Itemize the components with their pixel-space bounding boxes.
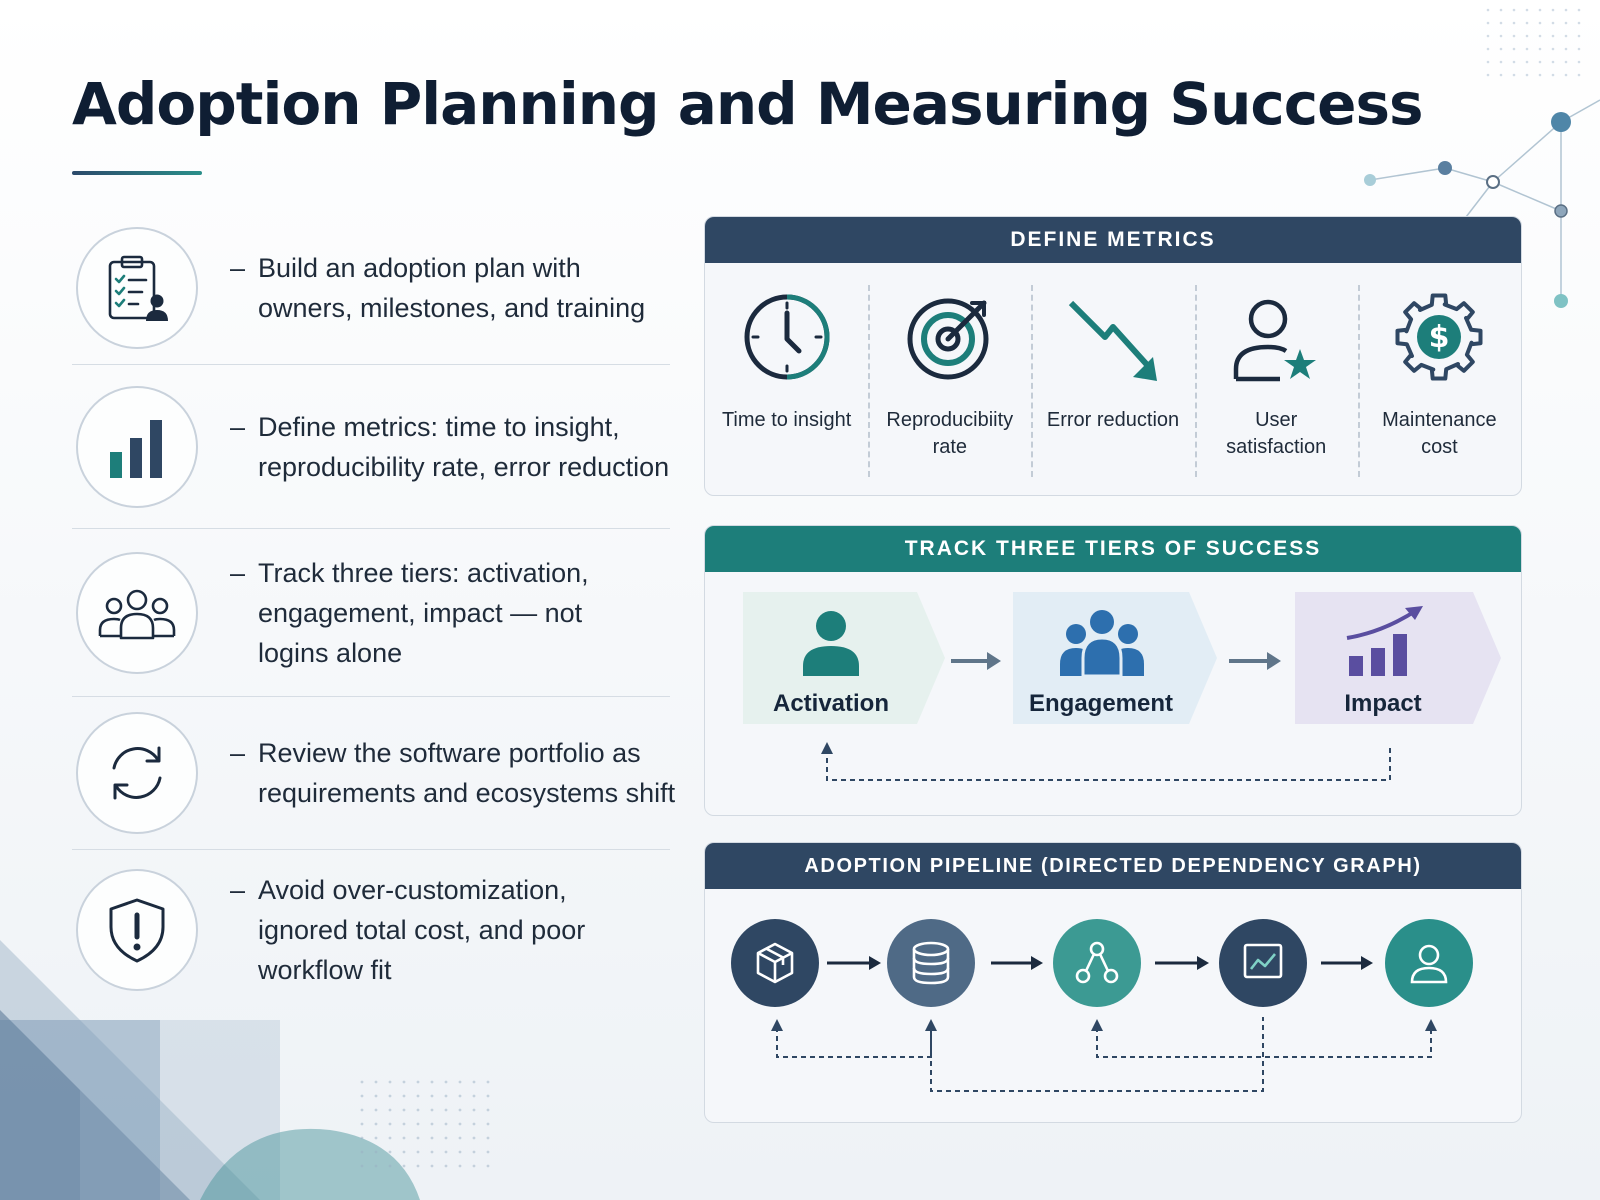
page-title: Adoption Planning and Measuring Success <box>72 70 1424 138</box>
list-item: – Build an adoption plan with owners, mi… <box>72 212 670 365</box>
refresh-cycle-icon <box>76 712 198 834</box>
database-icon <box>912 941 950 985</box>
tier-label: Activation <box>772 690 889 717</box>
pipeline-node <box>1053 919 1141 1007</box>
shield-warning-icon <box>76 869 198 991</box>
pipeline-node <box>887 919 975 1007</box>
metric-item: $ Maintenance cost <box>1357 263 1521 495</box>
pipeline-node <box>1219 919 1307 1007</box>
group-icon <box>1060 610 1144 678</box>
metric-item: Time to insight <box>705 263 868 495</box>
person-icon <box>803 611 859 676</box>
adoption-pipeline-panel: ADOPTION PIPELINE (DIRECTED DEPENDENCY G… <box>704 842 1522 1123</box>
list-item-text: Review the software portfolio as require… <box>258 738 676 808</box>
tier-engagement: Engagement <box>1013 586 1189 732</box>
metric-label: Time to insight <box>721 409 852 431</box>
define-metrics-panel: DEFINE METRICS Time to insight <box>704 216 1522 496</box>
list-item-text: Track three tiers: activation, engagemen… <box>258 557 589 668</box>
people-group-icon <box>76 551 198 674</box>
dollar-gear-icon: $ <box>1395 293 1483 381</box>
list-item-text: Avoid over-customization, ignored total … <box>258 875 586 985</box>
dependency-loop-arrow <box>776 1017 1432 1092</box>
user-icon <box>1410 944 1448 984</box>
list-item-text: Define metrics: time to insight, reprodu… <box>258 411 670 482</box>
trend-down-icon <box>1068 300 1157 381</box>
metric-label: User satisfaction <box>1226 409 1327 458</box>
tier-label: Impact <box>1344 690 1422 717</box>
panel-header: TRACK THREE TIERS OF SUCCESS <box>705 526 1521 572</box>
target-icon <box>907 298 989 380</box>
tier-impact: Impact <box>1295 586 1471 732</box>
metric-item: Reproducibiity rate <box>868 263 1031 495</box>
tier-label: Engagement <box>1028 690 1174 717</box>
list-item: – Track three tiers: activation, engagem… <box>72 529 670 697</box>
network-icon <box>1075 941 1119 984</box>
list-item: – Review the software portfolio as requi… <box>72 697 675 850</box>
panel-header: DEFINE METRICS <box>705 217 1521 263</box>
pipeline-arrow <box>827 956 1373 970</box>
bullet-dash: – <box>230 738 246 768</box>
bullet-dash: – <box>230 875 246 905</box>
title-underline <box>72 171 202 175</box>
bar-chart-icon <box>76 385 198 508</box>
pipeline-node <box>1385 919 1473 1007</box>
bullet-dash: – <box>230 253 246 283</box>
list-item: – Avoid over-customization, ignored tota… <box>72 850 670 1010</box>
adoption-checklist: – Build an adoption plan with owners, mi… <box>72 212 675 1010</box>
success-tiers-panel: TRACK THREE TIERS OF SUCCESS Activation <box>704 525 1522 816</box>
metric-item: User satisfaction <box>1194 263 1358 495</box>
clock-icon <box>744 294 830 380</box>
metric-label: Error reduction <box>1046 409 1180 431</box>
clipboard-checklist-icon <box>76 227 198 349</box>
growth-chart-icon <box>1346 606 1423 676</box>
metric-label: Maintenance cost <box>1382 409 1497 458</box>
package-icon <box>756 942 794 984</box>
list-item-text: Build an adoption plan with owners, mile… <box>258 253 646 323</box>
user-star-icon <box>1233 299 1317 382</box>
monitor-chart-icon <box>1243 943 1283 979</box>
feedback-loop-arrow <box>826 748 1391 781</box>
tier-arrow <box>951 652 1281 670</box>
tier-activation: Activation <box>743 586 919 732</box>
list-item: – Define metrics: time to insight, repro… <box>72 365 670 529</box>
panel-header: ADOPTION PIPELINE (DIRECTED DEPENDENCY G… <box>705 843 1521 889</box>
metric-label: Reproducibiity rate <box>886 409 1014 458</box>
svg-text:$: $ <box>1429 320 1450 355</box>
pipeline-graph <box>771 956 1437 1092</box>
bullet-dash: – <box>230 557 246 588</box>
bullet-dash: – <box>230 411 246 442</box>
metric-item: Error reduction <box>1031 263 1194 495</box>
pipeline-node <box>731 919 819 1007</box>
